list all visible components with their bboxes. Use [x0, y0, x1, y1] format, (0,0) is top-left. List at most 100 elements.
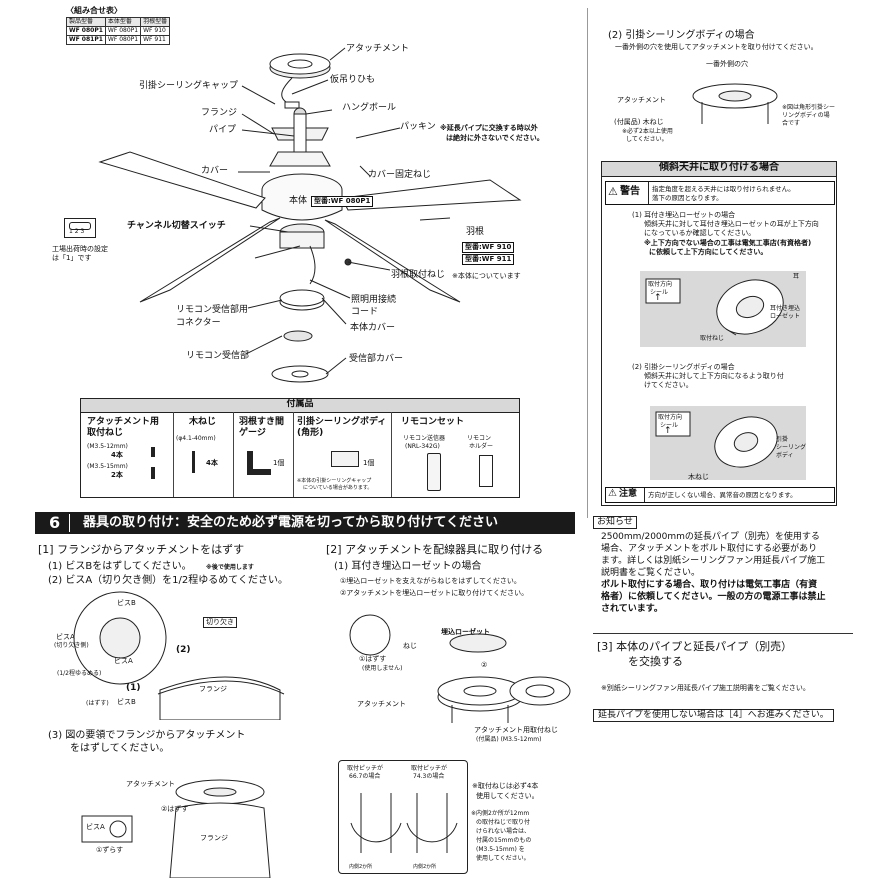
accessories-title: 付属品: [81, 399, 519, 413]
notice-text: されています。: [601, 604, 663, 614]
label-notch: 切り欠き: [203, 617, 237, 628]
combo-table-title: 〈組み合せ表〉: [66, 6, 122, 15]
label-packing: パッキン: [400, 122, 436, 132]
label-flange-step1: フランジ: [199, 685, 227, 693]
flange-removal-diagram: [73, 591, 285, 720]
wood-screw-note: ※必ず2本以上使用: [622, 128, 673, 135]
label-body-cover: 本体カバー: [350, 323, 396, 333]
label-visA-note: (切り欠き側): [54, 642, 89, 649]
note-15mm: (M3.5-15mm) を: [476, 846, 525, 853]
label-blade-screw: 羽根取付ねじ: [391, 270, 446, 280]
arrow-up-icon: ↑: [654, 293, 662, 303]
label-visA: ビスA: [56, 633, 75, 641]
step1-s3: をはずしてください。: [70, 743, 170, 754]
label-screw: ねじ: [403, 642, 417, 650]
step2-heading: [2] アタッチメントを配線器具に取り付ける: [326, 543, 544, 556]
column-divider: [587, 8, 588, 518]
step3-skip-box: 延長パイプを使用しない場合は［4］へお進みください。: [593, 709, 834, 722]
accessory-spec: (M3.5-15mm): [87, 463, 128, 470]
notice-text: ボルト取付にする場合、取り付けは電気工事店（有資: [601, 580, 818, 590]
section-number: 6: [49, 513, 61, 532]
packing-note: ※延長パイプに交換する時以外: [440, 124, 538, 132]
pitch-detail-box: 取付ピッチが 66.7の場合 取付ピッチが 74.3の場合 内側2か所 内側2か…: [338, 760, 468, 874]
step3-heading: を交換する: [628, 655, 683, 668]
note-15mm: 使用してください。: [476, 855, 530, 862]
factory-setting: は「1」です: [52, 254, 92, 262]
pitch-label: 66.7の場合: [349, 773, 381, 780]
attachment-slide-diagram: [81, 779, 271, 878]
label-visA: ビスA: [114, 657, 133, 665]
accessory-qty: 4本: [111, 451, 123, 459]
slope-p1-text: 傾斜天井に対して耳付き埋込ローゼットの耳が上下方向: [644, 220, 819, 228]
label-light-cord: 照明用接続: [351, 295, 397, 305]
caution-icon: ⚠: [608, 488, 617, 499]
notice-text: 説明書をご覧ください。: [601, 568, 701, 578]
slope-p1-text: になっているか確認してください。: [644, 229, 756, 237]
packing-note: は絶対に外さないでください。: [446, 134, 544, 142]
callout-2-step2: ②: [481, 661, 488, 669]
label-attachment-right: アタッチメント: [617, 96, 666, 104]
accessory-spec: リモコン送信器: [403, 435, 446, 442]
accessory-spec: (NRL-342G): [405, 443, 440, 450]
screw-icon: [151, 447, 155, 457]
label-half-loosen: (1/2程ゆるめる): [57, 670, 102, 677]
label-flange-s3: フランジ: [200, 834, 228, 842]
switch-numbers: 1 2 3: [69, 228, 85, 235]
pitch-label: 取付ピッチが: [411, 765, 448, 772]
accessory-qty: 4本: [206, 459, 218, 467]
inner-label: 内側2か所: [413, 864, 437, 870]
slope-title: 傾斜天井に取り付ける場合: [602, 162, 836, 177]
note-15mm: の取付ねじで取り付: [476, 819, 531, 826]
square-note: ※図は角形引掛シー: [782, 104, 836, 111]
step3-heading: [3] 本体のパイプと延長パイプ（別売）: [597, 640, 793, 653]
accessory-spec: ホルダー: [469, 443, 494, 450]
label-visB2: ビスB: [117, 698, 136, 706]
screw-icon: [151, 467, 155, 479]
rosette-install-diagram: [349, 614, 571, 723]
label-hang-ball: ハングボール: [342, 103, 397, 113]
step1-heading: [1] フランジからアタッチメントをはずす: [38, 543, 245, 556]
accessory-name: 木ねじ: [189, 417, 217, 427]
label-remote-connector: コネクター: [176, 318, 221, 328]
note-15mm: けられない場合は、: [476, 828, 531, 835]
label-attachment: アタッチメント: [346, 44, 410, 54]
caution-box: ⚠ 注意 方向が正しくない場合、異常音の原因となります。: [605, 487, 835, 503]
label-visB: ビスB: [117, 599, 136, 607]
divider: [593, 633, 853, 634]
label-att-screw-spec: (付属品) (M3.5-12mm): [476, 736, 542, 743]
step1-s3: (3) 図の要領でフランジからアタッチメント: [48, 730, 246, 741]
note-15mm: 付属の15mmのもの: [476, 837, 532, 844]
channel-switch-icon: 1 2 3: [64, 218, 96, 238]
ceiling-body-diagram: [692, 83, 778, 124]
label-blade: 羽根: [466, 227, 485, 237]
label-slide: ①ずらす: [96, 846, 124, 854]
accessory-note: ※本体の引掛シーリングキャップ: [297, 478, 372, 484]
caution-label: 注意: [619, 489, 638, 499]
label-rosette: 耳付き埋込: [770, 305, 801, 312]
accessory-qty: 1個: [273, 459, 285, 467]
label-temp-string: 仮吊りひも: [330, 75, 376, 85]
direction-seal-label: 取付方向: [658, 414, 683, 421]
note-4-screws: ※取付ねじは必ず4本: [472, 782, 539, 790]
warning-label: 警告: [620, 186, 640, 197]
combo-table: 製品型番 本体型番 羽根型番 WF 080P1 WF 080P1 WF 910 …: [66, 17, 171, 45]
remote-holder-icon: [479, 455, 493, 487]
remote-transmitter-icon: [427, 453, 441, 491]
direction-seal-label: 取付方向: [648, 281, 673, 288]
step2-text: ①埋込ローゼットを支えながらねじをはずしてください。: [340, 577, 521, 585]
note-15mm: ※内側2か所が12mm: [471, 810, 530, 817]
note-4-screws: 使用してください。: [476, 792, 539, 800]
arrow-up-icon: ↑: [664, 426, 672, 436]
gap-gauge-icon: [247, 451, 271, 475]
label-pipe: パイプ: [209, 125, 237, 135]
label-wood-screw-slope: 木ねじ: [688, 473, 709, 481]
step3-note: ※別紙シーリングファン用延長パイプ施工説明書をご覧ください。: [601, 684, 810, 692]
accessory-spec: (M3.5-12mm): [87, 443, 128, 450]
slope-p2-text: けてください。: [644, 381, 693, 389]
wood-screw-icon: [192, 451, 195, 473]
accessory-qty: 2本: [111, 471, 123, 479]
caution-text: 方向が正しくない場合、異常音の原因となります。: [648, 491, 797, 499]
label-visA-small: ビスA: [86, 823, 105, 831]
label-cover-screw: カバー固定ねじ: [368, 170, 432, 180]
label-ear: 耳: [793, 273, 800, 280]
